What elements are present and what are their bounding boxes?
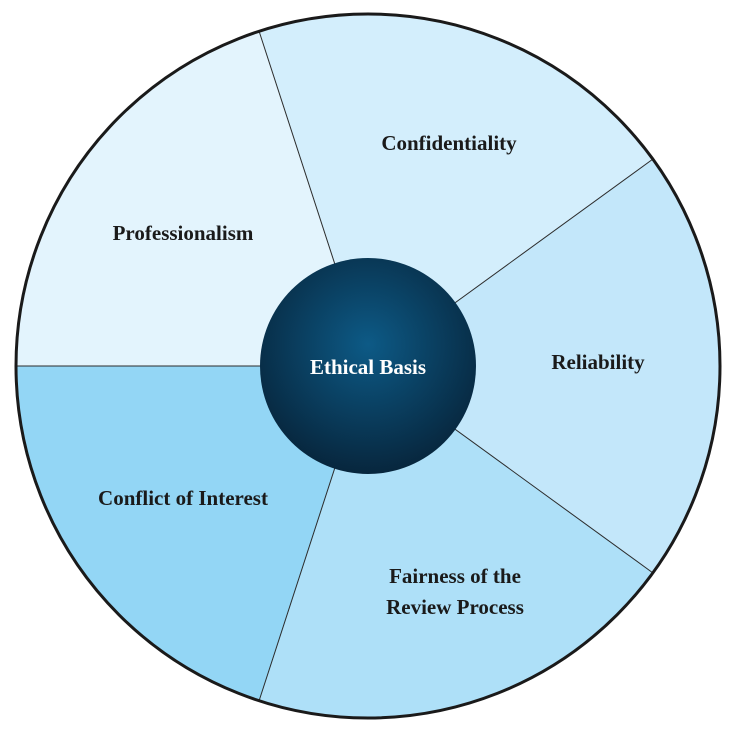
label-reliability: Reliability bbox=[551, 350, 645, 374]
segment-reliability bbox=[368, 159, 721, 573]
center-hub bbox=[260, 258, 476, 474]
center-label: Ethical Basis bbox=[310, 355, 426, 379]
label-fairness-line1: Fairness of the bbox=[389, 564, 521, 588]
label-professionalism: Professionalism bbox=[113, 221, 254, 245]
segment-conflict-of-interest bbox=[15, 366, 369, 701]
segment-professionalism bbox=[15, 31, 368, 366]
label-confidentiality: Confidentiality bbox=[381, 131, 517, 155]
label-fairness-line2: Review Process bbox=[386, 595, 524, 619]
label-conflict-of-interest: Conflict of Interest bbox=[98, 486, 268, 510]
outer-ring bbox=[14, 12, 722, 720]
